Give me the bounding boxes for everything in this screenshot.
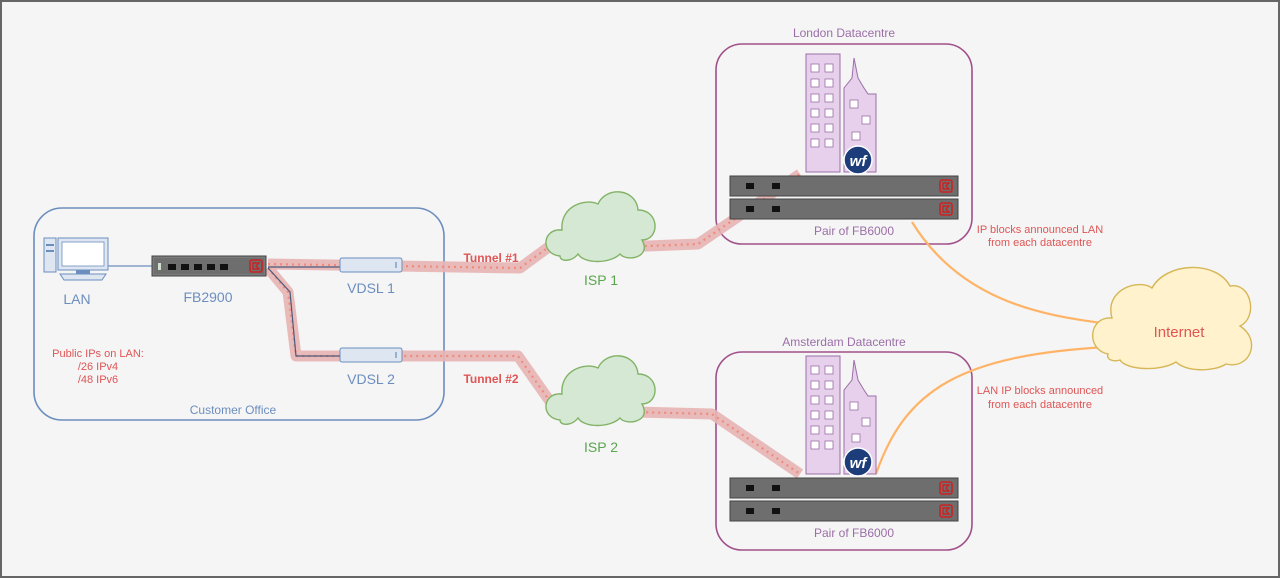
internet-label: Internet — [1154, 324, 1206, 341]
amsterdam-wf-logo-icon — [843, 447, 873, 477]
tunnel-2 — [263, 264, 804, 479]
amsterdam-internet-link — [874, 345, 1109, 475]
router-vdsl2-cable — [267, 267, 340, 357]
london-note-line-1: IP blocks announced LAN — [977, 224, 1103, 236]
amsterdam-pair-label: Pair of FB6000 — [814, 526, 894, 540]
london-fb6000-b — [729, 198, 959, 220]
amsterdam-note-line-1: LAN IP blocks announced — [977, 385, 1103, 397]
isp-1-cloud — [545, 191, 656, 263]
vdsl-1-modem — [339, 257, 403, 273]
internet-cloud — [1092, 266, 1253, 371]
amsterdam-wf-logo-text: wf — [850, 455, 869, 472]
tunnel-1-label: Tunnel #1 — [463, 251, 518, 265]
amsterdam-datacentre-container — [715, 351, 973, 551]
firebrick-logo-icon — [249, 259, 263, 273]
london-wf-logo-icon — [843, 145, 873, 175]
london-wf-logo-text: wf — [850, 153, 869, 170]
london-note-line-2: from each datacentre — [988, 237, 1092, 249]
isp-2-cloud — [545, 355, 656, 427]
vdsl-2-modem — [339, 347, 403, 363]
isp-1-label: ISP 1 — [584, 272, 618, 288]
fb2900-router — [151, 255, 267, 277]
isp-2-label: ISP 2 — [584, 439, 618, 455]
lan-label: LAN — [63, 291, 90, 307]
london-datacentre-title: London Datacentre — [793, 26, 895, 40]
customer-office-container — [33, 207, 445, 421]
amsterdam-fb6000-b — [729, 500, 959, 522]
london-fb6000-a — [729, 175, 959, 197]
tunnel-2-label: Tunnel #2 — [463, 372, 518, 386]
london-pair-label: Pair of FB6000 — [814, 224, 894, 238]
lan-computer-icon — [43, 237, 109, 281]
vdsl-2-label: VDSL 2 — [347, 371, 395, 387]
amsterdam-note-line-2: from each datacentre — [988, 399, 1092, 411]
london-internet-link — [911, 221, 1103, 325]
public-ips-ipv4: /26 IPv4 — [78, 361, 118, 373]
vdsl-1-label: VDSL 1 — [347, 280, 395, 296]
customer-office-label: Customer Office — [190, 403, 277, 417]
public-ips-title: Public IPs on LAN: — [52, 348, 144, 360]
amsterdam-datacentre-title: Amsterdam Datacentre — [782, 335, 906, 349]
fb2900-label: FB2900 — [183, 289, 232, 305]
public-ips-ipv6: /48 IPv6 — [78, 374, 118, 386]
london-datacentre-container — [715, 43, 973, 245]
amsterdam-fb6000-a — [729, 477, 959, 499]
